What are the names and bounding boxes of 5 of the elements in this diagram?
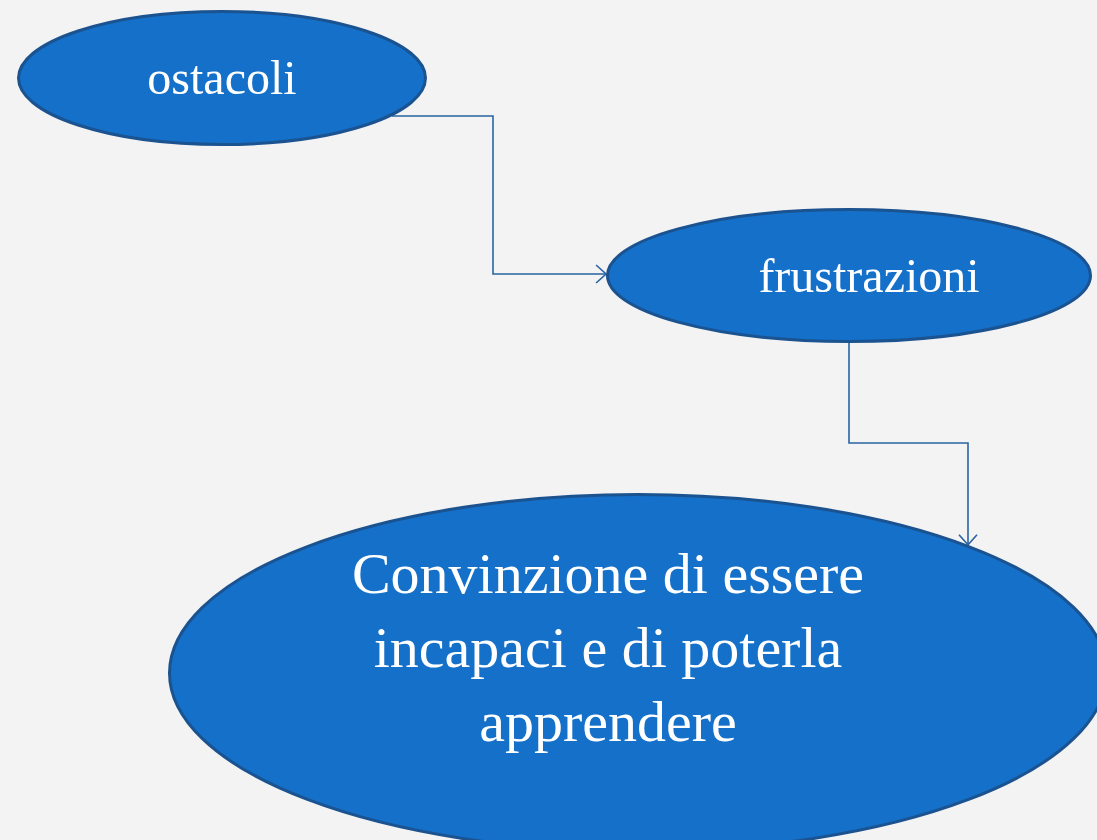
node-text: frustrazioni [758, 247, 980, 304]
arrow [391, 115, 607, 284]
node-text: ostacoli [147, 50, 297, 107]
arrow [848, 342, 978, 546]
node-text: Convinzione di essere incapaci e di poterla apprendere [350, 539, 866, 757]
